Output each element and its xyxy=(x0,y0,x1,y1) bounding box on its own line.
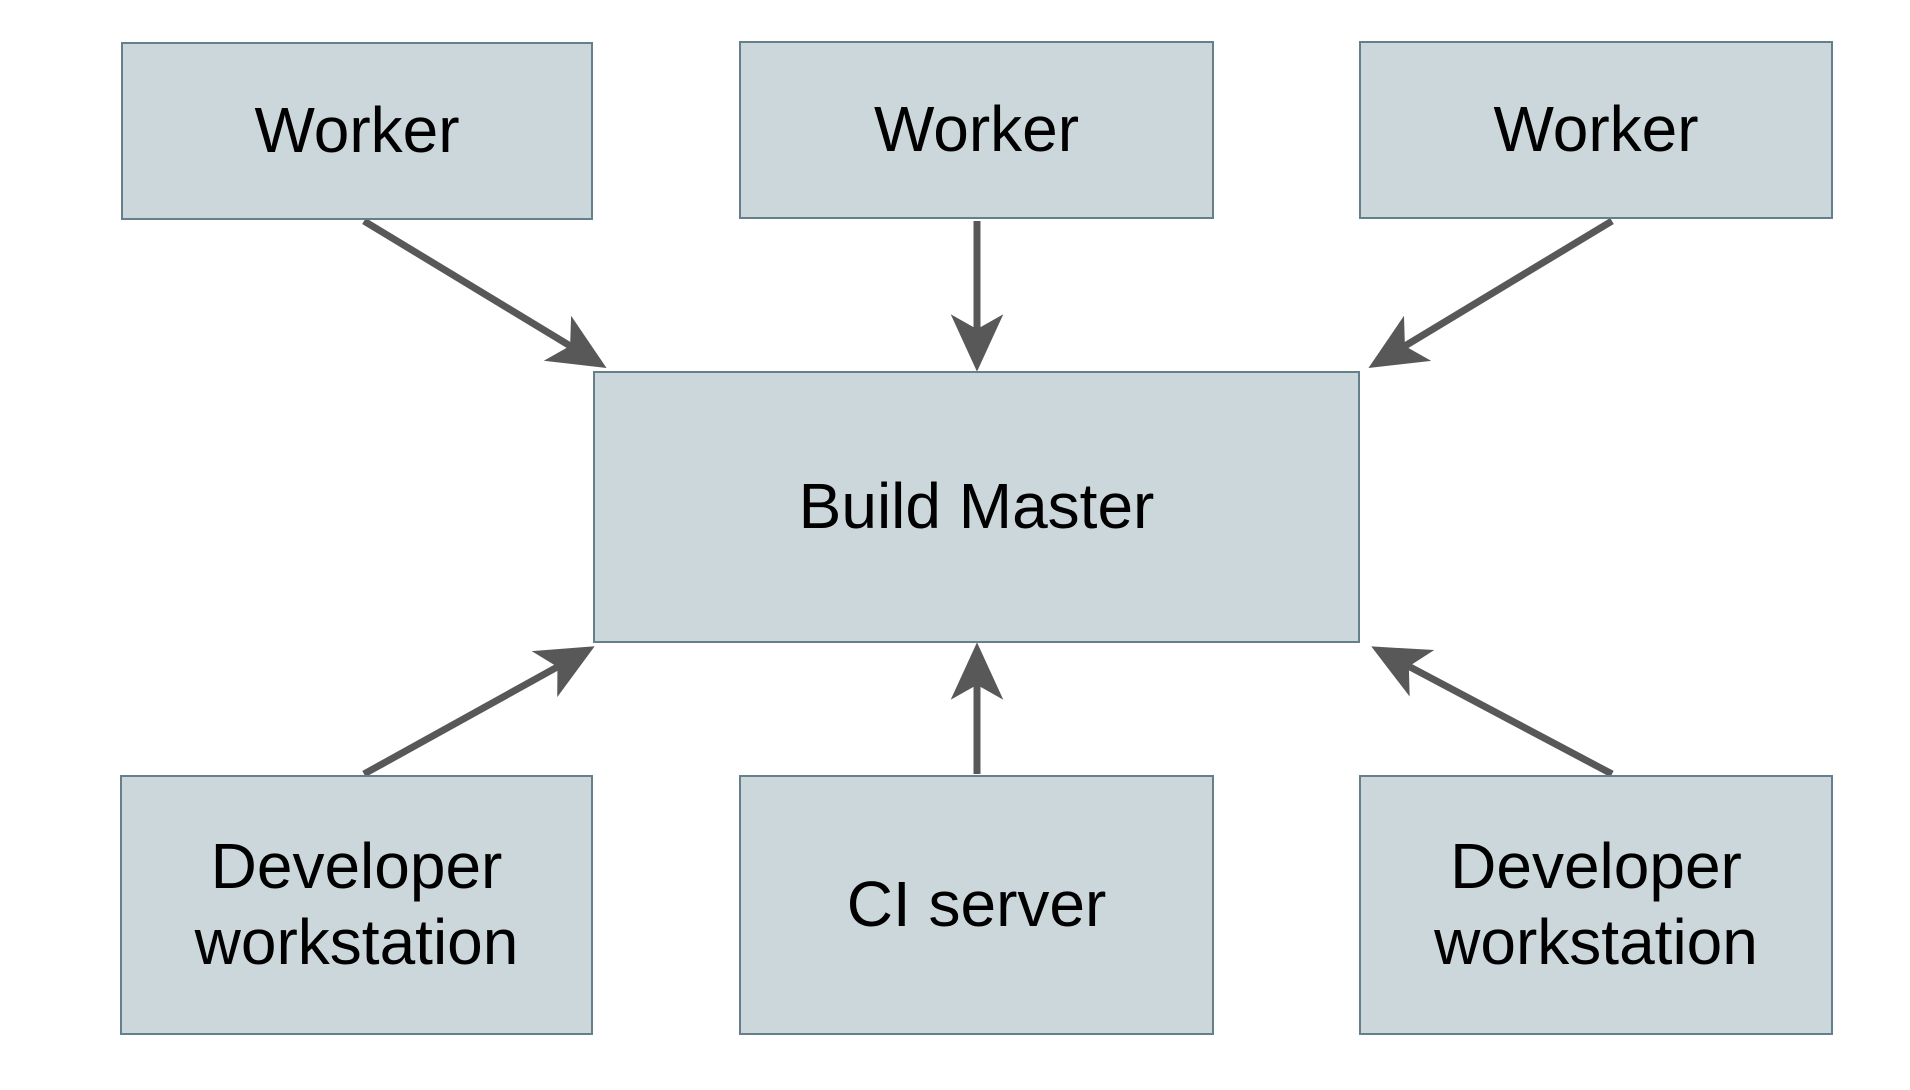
node-worker-2-label: Worker xyxy=(873,93,1080,166)
node-developer-workstation-2[interactable]: Developer workstation xyxy=(1359,775,1833,1035)
node-build-master[interactable]: Build Master xyxy=(593,371,1360,643)
node-worker-2[interactable]: Worker xyxy=(739,41,1214,219)
node-developer-workstation-1[interactable]: Developer workstation xyxy=(120,775,593,1035)
node-worker-1-label: Worker xyxy=(254,94,460,167)
node-worker-3-label: Worker xyxy=(1493,93,1699,166)
node-developer-workstation-1-label: Developer workstation xyxy=(194,830,519,978)
node-developer-workstation-2-label: Developer workstation xyxy=(1434,830,1758,978)
node-ci-server-label: CI server xyxy=(846,868,1107,941)
node-build-master-label: Build Master xyxy=(798,470,1155,543)
edge-developer-workstation-1-to-build-master xyxy=(362,646,595,778)
node-ci-server[interactable]: CI server xyxy=(739,775,1214,1035)
edge-worker-1-to-build-master xyxy=(362,218,607,368)
edge-worker-3-to-build-master xyxy=(1368,218,1614,368)
edge-developer-workstation-2-to-build-master xyxy=(1371,646,1614,778)
node-worker-3[interactable]: Worker xyxy=(1359,41,1833,219)
node-worker-1[interactable]: Worker xyxy=(121,42,593,220)
